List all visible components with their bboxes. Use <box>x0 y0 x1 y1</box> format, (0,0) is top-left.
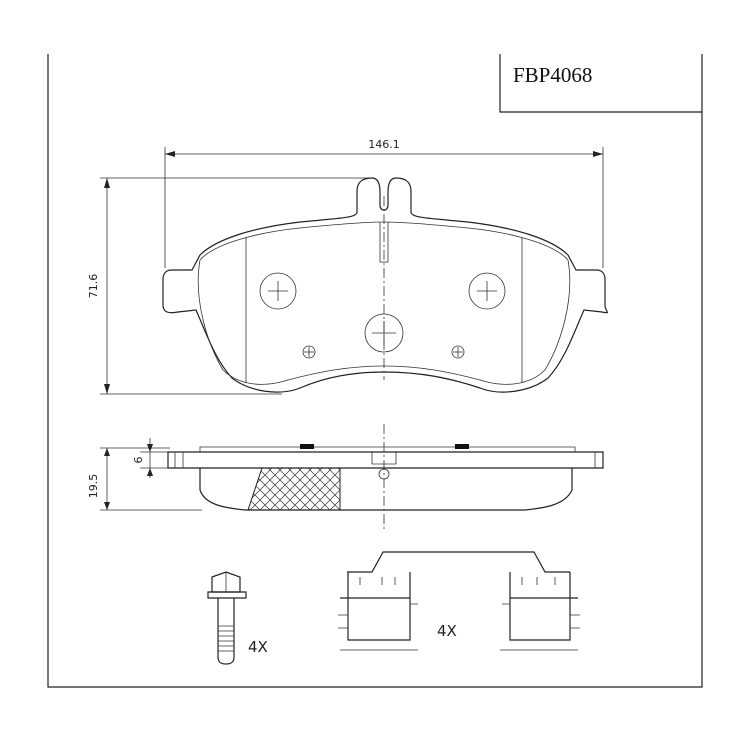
clip-mark-right <box>455 444 469 449</box>
clip-spring <box>347 551 570 573</box>
anti-rattle-clip: 4X <box>338 551 580 651</box>
backplate <box>167 451 604 469</box>
bolt-shank <box>217 598 235 665</box>
friction-material-outline <box>197 221 571 385</box>
part-number: FBP4068 <box>513 63 592 87</box>
friction-material-side <box>199 468 573 511</box>
bolt-head <box>211 571 241 593</box>
width-value: 146.1 <box>368 138 400 151</box>
backplate-dimension: 6 <box>132 438 168 478</box>
height-dimension: 71.6 <box>87 177 372 395</box>
backplate-value: 6 <box>132 457 145 464</box>
bolt-flange <box>207 591 247 599</box>
section-hatch <box>247 467 341 511</box>
height-value: 71.6 <box>87 274 100 299</box>
title-block: FBP4068 <box>499 54 702 113</box>
shim-hole-left <box>259 272 297 310</box>
small-hole-right <box>451 345 465 359</box>
thickness-dimension: 19.5 <box>87 447 202 511</box>
bolt-quantity: 4X <box>248 638 268 656</box>
small-hole-left <box>302 345 316 359</box>
drawing-frame <box>47 54 703 688</box>
width-dimension: 146.1 <box>164 138 604 268</box>
clip-quantity: 4X <box>437 622 457 640</box>
thickness-value: 19.5 <box>87 474 100 499</box>
center-slot <box>379 222 389 263</box>
shim-hole-right <box>468 272 506 310</box>
pad-top-view <box>162 177 608 393</box>
center-hole <box>364 313 404 353</box>
pad-outline <box>162 177 608 393</box>
clip-mark-left <box>300 444 314 449</box>
bolt-thread <box>218 625 234 652</box>
guide-bolt: 4X <box>207 571 268 665</box>
pad-side-view <box>167 424 604 530</box>
